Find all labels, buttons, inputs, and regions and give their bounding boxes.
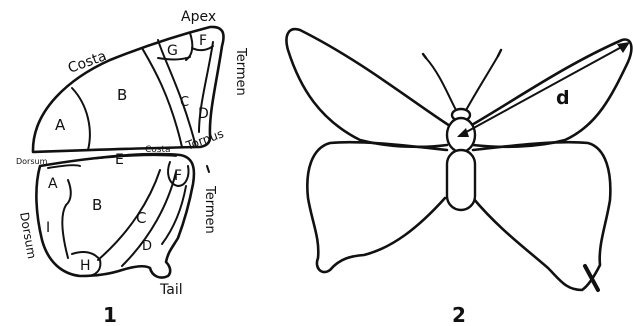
hindwing-outline xyxy=(36,154,194,278)
left-antenna-club xyxy=(423,54,426,58)
panel-1-number: 1 xyxy=(103,303,117,326)
forewing-region-b: B xyxy=(117,86,127,104)
hindwing-vein-i xyxy=(62,205,68,258)
hindwing-dorsum-label: Dorsum xyxy=(17,211,39,260)
forewing-region-c: C xyxy=(180,95,189,110)
forewing-tornus-label: Tornus xyxy=(183,126,225,153)
hindwing: A B C D E F H I Costa Termen Dorsum Tail xyxy=(17,145,217,298)
hindwing-vein-a xyxy=(66,180,71,205)
hindwing-termen-label: Termen xyxy=(202,185,217,234)
hindwing-costa-label: Costa xyxy=(145,145,171,155)
left-hindwing xyxy=(307,142,447,272)
forewing-region-a: A xyxy=(55,116,66,134)
right-antenna xyxy=(465,56,498,112)
abdomen xyxy=(447,150,475,210)
forewing-region-g: G xyxy=(167,43,178,59)
forewing-region-d: D xyxy=(198,106,209,122)
hindwing-region-e: E xyxy=(115,152,124,168)
left-forewing xyxy=(287,29,451,147)
hindwing-region-i: I xyxy=(46,220,50,236)
wingspan-measure: d xyxy=(457,42,630,137)
hindwing-region-b: B xyxy=(92,196,102,214)
hindwing-region-a: A xyxy=(48,176,58,192)
measure-label: d xyxy=(556,87,570,109)
forewing-vein-b xyxy=(142,48,182,147)
forewing-region-f: F xyxy=(199,33,207,49)
hindwing-inner-termen-line xyxy=(162,186,186,244)
right-antenna-club xyxy=(498,50,501,56)
left-antenna xyxy=(426,58,457,112)
measure-line xyxy=(459,44,627,136)
panel-2: d 2 xyxy=(287,29,632,326)
right-hindwing xyxy=(473,142,610,290)
butterfly-body xyxy=(447,109,475,210)
forewing: A B C D F G Apex Costa Termen Tornus Dor… xyxy=(16,9,248,166)
forewing-vein-a xyxy=(72,88,90,150)
hindwing-tail-label: Tail xyxy=(159,282,183,298)
hindwing-region-h: H xyxy=(80,258,91,274)
panel-1: A B C D F G Apex Costa Termen Tornus Dor… xyxy=(16,9,248,326)
panel-2-number: 2 xyxy=(452,303,466,326)
forewing-termen-label: Termen xyxy=(233,47,248,96)
antennae xyxy=(423,50,501,112)
hindwing-region-c: C xyxy=(136,209,146,227)
forewing-apex-label: Apex xyxy=(181,9,216,25)
hindwing-region-d: D xyxy=(142,239,152,254)
hindwing-region-f: F xyxy=(174,168,182,184)
forewing-vein-g xyxy=(186,33,192,60)
hindwing-termen-mark xyxy=(207,166,209,172)
hindwing-vein-e xyxy=(48,165,80,168)
